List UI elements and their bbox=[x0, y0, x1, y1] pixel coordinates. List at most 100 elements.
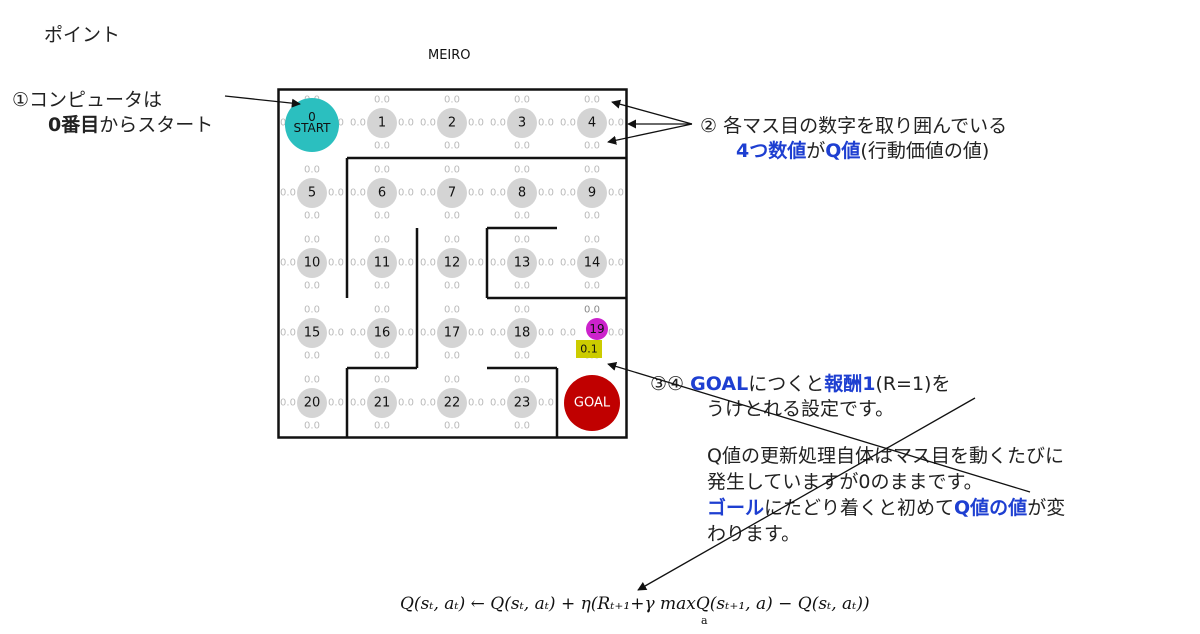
q-value: 0.0 bbox=[304, 351, 320, 362]
q-value: 0.0 bbox=[468, 118, 484, 129]
q-value: 0.0 bbox=[608, 188, 624, 199]
cell-number: 0 bbox=[308, 110, 316, 124]
cell-circle bbox=[577, 108, 607, 138]
cell-circle bbox=[437, 388, 467, 418]
q-value: 0.0 bbox=[304, 305, 320, 316]
q-value: 0.0 bbox=[514, 165, 530, 176]
q-value: 0.0 bbox=[538, 118, 554, 129]
cell-number: 5 bbox=[308, 186, 316, 201]
cell-number: 23 bbox=[514, 396, 531, 411]
q-value: 0.0 bbox=[304, 375, 320, 386]
q-value: 0.0 bbox=[514, 421, 530, 432]
maze-title: MEIRO bbox=[428, 48, 471, 63]
cell-circle bbox=[297, 388, 327, 418]
q-learning-formula: Q(sₜ, aₜ) ← Q(sₜ, aₜ) + η(Rₜ₊₁+γ maxQ(sₜ… bbox=[400, 594, 870, 614]
cell-number: 1 bbox=[378, 116, 386, 131]
arrow-start bbox=[224, 95, 301, 108]
q-value: 0.0 bbox=[420, 118, 436, 129]
q-value: 0.0 bbox=[514, 305, 530, 316]
agent-value: 0.1 bbox=[580, 343, 598, 356]
q-value: 0.0 bbox=[328, 328, 344, 339]
q-value: 0.0 bbox=[444, 305, 460, 316]
q-value: 0.0 bbox=[538, 398, 554, 409]
q-value: 0.0 bbox=[304, 281, 320, 292]
q-value: 0.0 bbox=[398, 328, 414, 339]
q-value: 0.0 bbox=[444, 235, 460, 246]
q-value: 0.0 bbox=[374, 165, 390, 176]
q-value: 0.0 bbox=[538, 188, 554, 199]
q-value: 0.0 bbox=[420, 258, 436, 269]
cell-circle bbox=[437, 248, 467, 278]
arrow-formula bbox=[637, 397, 976, 591]
q-value: 0.0 bbox=[398, 188, 414, 199]
q-value: 0.0 bbox=[374, 305, 390, 316]
cell-number: 7 bbox=[448, 186, 456, 201]
q-value: 0.0 bbox=[608, 328, 624, 339]
q-value: 0.0 bbox=[584, 281, 600, 292]
q-value: 0.0 bbox=[374, 141, 390, 152]
cell-number: 8 bbox=[518, 186, 526, 201]
cell-circle bbox=[507, 318, 537, 348]
agent-marker bbox=[586, 318, 608, 340]
q-value: 0.0 bbox=[280, 398, 296, 409]
arrow-goal-value bbox=[607, 362, 1031, 493]
arrow-q-bottom bbox=[607, 123, 693, 145]
arrow-q-top bbox=[611, 99, 693, 125]
q-value: 0.0 bbox=[444, 141, 460, 152]
cell-circle bbox=[507, 178, 537, 208]
cell-circle bbox=[367, 108, 397, 138]
q-value: 0.0 bbox=[560, 258, 576, 269]
q-value: 0.0 bbox=[398, 118, 414, 129]
annotation-q-values: ② 各マス目の数字を取り囲んでいる 4つ数値がQ値(行動価値の値) bbox=[700, 115, 1008, 162]
q-value: 0.0 bbox=[444, 211, 460, 222]
cell-number: 3 bbox=[518, 116, 526, 131]
q-values: 0.0 0.0 0.0 0.0 0.0 0.0 0.0 0.0 0.0 0.0 0.0 0.0 0.0 0… bbox=[280, 95, 624, 432]
q-value: 0.0 bbox=[490, 328, 506, 339]
q-value: 0.0 bbox=[444, 95, 460, 106]
q-value: 0.0 bbox=[584, 165, 600, 176]
formula-subscript: a bbox=[701, 614, 708, 627]
cell-number: 12 bbox=[444, 256, 461, 271]
goal-label: GOAL bbox=[574, 396, 611, 411]
heading: ポイント bbox=[44, 24, 121, 46]
q-value: 0.0 bbox=[444, 375, 460, 386]
q-value: 0.0 bbox=[374, 211, 390, 222]
q-value: 0.0 bbox=[280, 258, 296, 269]
cell-number: 15 bbox=[304, 326, 321, 341]
q-value: 0.0 bbox=[468, 188, 484, 199]
cell-circle bbox=[367, 248, 397, 278]
cell-number: 18 bbox=[514, 326, 531, 341]
q-value: 0.0 bbox=[560, 118, 576, 129]
cell-number: 17 bbox=[444, 326, 461, 341]
cell-circle bbox=[577, 178, 607, 208]
q-value: 0.0 bbox=[374, 95, 390, 106]
annotation-goal-reward: ③④ GOALにつくと報酬1(R=1)を うけとれる設定です。 bbox=[650, 373, 951, 420]
cell-number: 14 bbox=[584, 256, 601, 271]
q-value: 0.0 bbox=[328, 188, 344, 199]
maze-board: 0.0 0.0 0.0 0.0 0.0 0.0 0.0 0.0 0.0 0.0 0.0 0.0 0.0 0… bbox=[277, 88, 628, 439]
maze-walls bbox=[277, 88, 628, 439]
cell-number: 6 bbox=[378, 186, 386, 201]
cell-circle bbox=[507, 108, 537, 138]
q-value: 0.0 bbox=[420, 398, 436, 409]
q-value: 0.0 bbox=[304, 165, 320, 176]
q-value: 0.0 bbox=[444, 421, 460, 432]
q-value: 0.0 bbox=[514, 211, 530, 222]
q-value: 0.0 bbox=[468, 398, 484, 409]
q-value: 0.0 bbox=[490, 188, 506, 199]
q-value: 0.0 bbox=[514, 351, 530, 362]
q-value: 0.0 bbox=[304, 235, 320, 246]
q-value: 0.0 bbox=[280, 188, 296, 199]
q-value: 0.0 bbox=[560, 188, 576, 199]
cell-number: 11 bbox=[374, 256, 391, 271]
q-value: 0.0 bbox=[584, 141, 600, 152]
cell-number: 22 bbox=[444, 396, 461, 411]
q-value: 0.0 bbox=[444, 351, 460, 362]
q-value: 0.0 bbox=[350, 398, 366, 409]
cell-number: 9 bbox=[588, 186, 596, 201]
q-value: 0.0 bbox=[398, 398, 414, 409]
q-value: 0.0 bbox=[350, 258, 366, 269]
q-value: 0.0 bbox=[584, 305, 600, 316]
q-value: 0.0 bbox=[584, 235, 600, 246]
